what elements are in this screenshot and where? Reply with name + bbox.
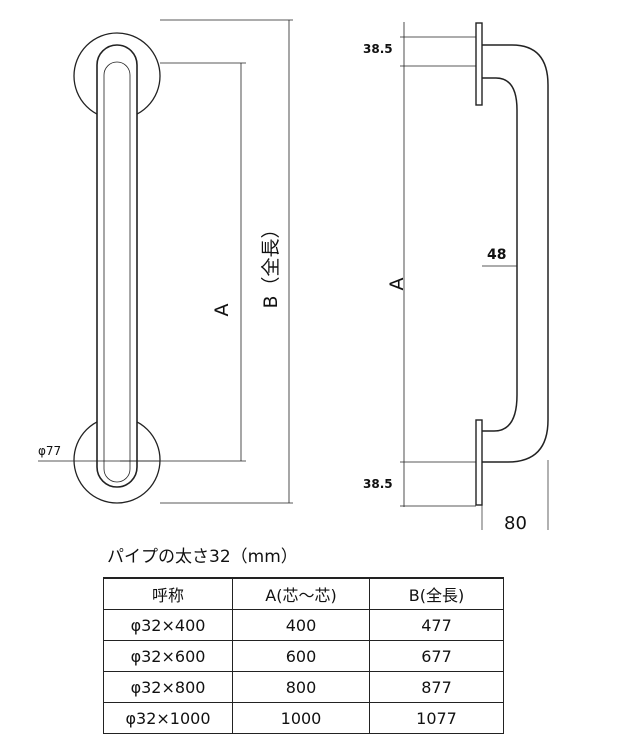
dimension-label-B-front: B（全長） xyxy=(260,219,282,308)
cell-designation: φ32×800 xyxy=(103,671,233,703)
side-view xyxy=(400,22,549,530)
pipe-inner-line xyxy=(103,61,131,483)
table-row: φ32×400 400 477 xyxy=(103,609,504,641)
projection-mid-label: 48 xyxy=(487,247,506,263)
cell-overall-length: 477 xyxy=(369,609,504,641)
total-projection-label: 80 xyxy=(504,513,527,534)
bottom-wall-flange-side xyxy=(475,419,483,506)
table-row: φ32×800 800 877 xyxy=(103,671,504,703)
grab-bar-drawing: A B（全長） φ77 38.5 A 48 38.5 80 xyxy=(38,19,549,534)
size-spec-table: 呼称 A(芯～芯) B(全長) φ32×400 400 477 φ32×600 … xyxy=(103,577,504,734)
grab-bar-pipe-front xyxy=(96,44,138,488)
table-row: φ32×1000 1000 1077 xyxy=(103,702,504,734)
front-view xyxy=(38,19,293,504)
table-header-row: 呼称 A(芯～芯) B(全長) xyxy=(103,577,504,610)
bottom-offset-label: 38.5 xyxy=(363,477,393,491)
header-overall-length: B(全長) xyxy=(369,577,504,610)
cell-center-to-center: 400 xyxy=(232,609,370,641)
cell-center-to-center: 1000 xyxy=(232,702,370,734)
dimension-label-A-side: A xyxy=(386,278,408,291)
cell-overall-length: 1077 xyxy=(369,702,504,734)
grab-bar-inner-profile xyxy=(482,77,518,432)
flange-diameter-label: φ77 xyxy=(38,444,61,458)
cell-designation: φ32×600 xyxy=(103,640,233,672)
table-row: φ32×600 600 677 xyxy=(103,640,504,672)
pipe-thickness-caption: パイプの太さ32（mm） xyxy=(107,547,298,567)
dimension-label-A-front: A xyxy=(211,304,233,317)
header-center-to-center: A(芯～芯) xyxy=(232,577,370,610)
header-designation: 呼称 xyxy=(103,577,233,610)
cell-designation: φ32×1000 xyxy=(103,702,233,734)
grab-bar-outer-profile xyxy=(482,44,549,463)
cell-center-to-center: 800 xyxy=(232,671,370,703)
top-wall-flange-side xyxy=(475,22,483,106)
cell-overall-length: 877 xyxy=(369,671,504,703)
top-offset-label: 38.5 xyxy=(363,42,393,56)
cell-overall-length: 677 xyxy=(369,640,504,672)
cell-center-to-center: 600 xyxy=(232,640,370,672)
cell-designation: φ32×400 xyxy=(103,609,233,641)
